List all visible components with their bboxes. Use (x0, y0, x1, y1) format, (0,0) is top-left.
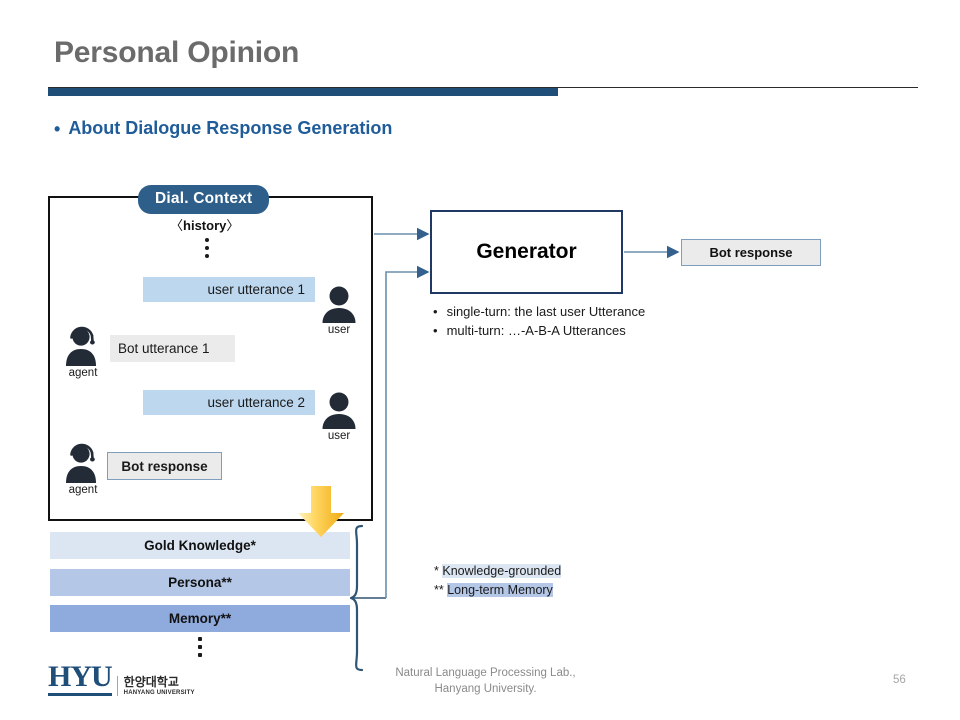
avatar-user-2: user (316, 392, 362, 442)
message-bubble-bot-1: Bot utterance 1 (110, 335, 235, 362)
generator-output-bot-response: Bot response (681, 239, 821, 266)
footer-lab-text: Natural Language Processing Lab., Hanyan… (388, 666, 583, 697)
section-heading-label: About Dialogue Response Generation (68, 118, 393, 138)
generator-box: Generator (430, 210, 623, 294)
knowledge-bar-persona: Persona** (50, 569, 350, 596)
history-label: 〈history〉 (170, 215, 239, 234)
title-rule-thin (48, 87, 918, 88)
user-icon (322, 392, 356, 429)
footnote-text: Long-term Memory (447, 582, 553, 597)
footer-lab-line-2: Hanyang University. (434, 682, 537, 695)
user-icon (322, 286, 356, 323)
avatar-agent-2: agent (60, 443, 106, 496)
avatar-caption: user (327, 324, 351, 336)
generator-note-text: multi-turn: …-A-B-A Utterances (446, 322, 626, 338)
avatar-caption: agent (68, 484, 98, 496)
generator-note-item: • single-turn: the last user Utterance (433, 303, 645, 322)
knowledge-group-brace (349, 524, 446, 672)
knowledge-bar-gold-knowledge: Gold Knowledge* (50, 532, 350, 559)
page-number: 56 (893, 674, 906, 686)
generator-note-item: • multi-turn: …-A-B-A Utterances (433, 322, 645, 341)
bullet-glyph-icon: • (54, 118, 61, 139)
hyu-logo-english: HANYANG UNIVERSITY (123, 690, 195, 696)
hyu-logo-korean: 한양대학교 (123, 675, 179, 689)
section-heading: • About Dialogue Response Generation (54, 118, 392, 139)
footnotes: * Knowledge-grounded ** Long-term Memory (434, 562, 562, 600)
avatar-caption: agent (68, 367, 98, 379)
context-vertical-ellipsis-icon (205, 238, 209, 258)
avatar-user-1: user (316, 286, 362, 336)
history-close-bracket: 〉 (226, 218, 240, 233)
history-open-bracket: 〈 (170, 218, 184, 233)
avatar-agent-1: agent (60, 326, 106, 379)
avatar-caption: user (327, 430, 351, 442)
generator-note-text: single-turn: the last user Utterance (446, 304, 646, 319)
agent-headset-icon (66, 443, 96, 483)
hyu-logo-wordmark: HYU (48, 662, 113, 696)
title-rule-thick (48, 88, 558, 96)
knowledge-bars-vertical-ellipsis-icon (198, 637, 202, 657)
bullet-glyph-icon: • (433, 304, 438, 319)
message-bubble-bot-response: Bot response (107, 452, 222, 480)
footnote-row: * Knowledge-grounded (434, 562, 562, 581)
message-bubble-user-1: user utterance 1 (143, 277, 315, 302)
hyu-logo-korean-block: 한양대학교 HANYANG UNIVERSITY (116, 675, 195, 696)
agent-headset-icon (66, 326, 96, 366)
page-title: Personal Opinion (54, 36, 300, 69)
bullet-glyph-icon: • (433, 322, 438, 338)
footnote-mark: * (434, 564, 439, 578)
generator-notes: • single-turn: the last user Utterance •… (433, 303, 645, 341)
down-arrow-yellow-icon (296, 486, 346, 538)
dialogue-context-badge: Dial. Context (138, 185, 270, 214)
footnote-mark: ** (434, 582, 444, 597)
footnote-text: Knowledge-grounded (442, 564, 562, 578)
message-bubble-user-2: user utterance 2 (143, 390, 315, 415)
footnote-row: ** Long-term Memory (434, 581, 561, 600)
history-word: history (183, 218, 227, 233)
knowledge-bar-memory: Memory** (50, 605, 350, 632)
footer-lab-line-1: Natural Language Processing Lab., (395, 667, 576, 679)
hyu-logo: HYU 한양대학교 HANYANG UNIVERSITY (48, 662, 195, 696)
